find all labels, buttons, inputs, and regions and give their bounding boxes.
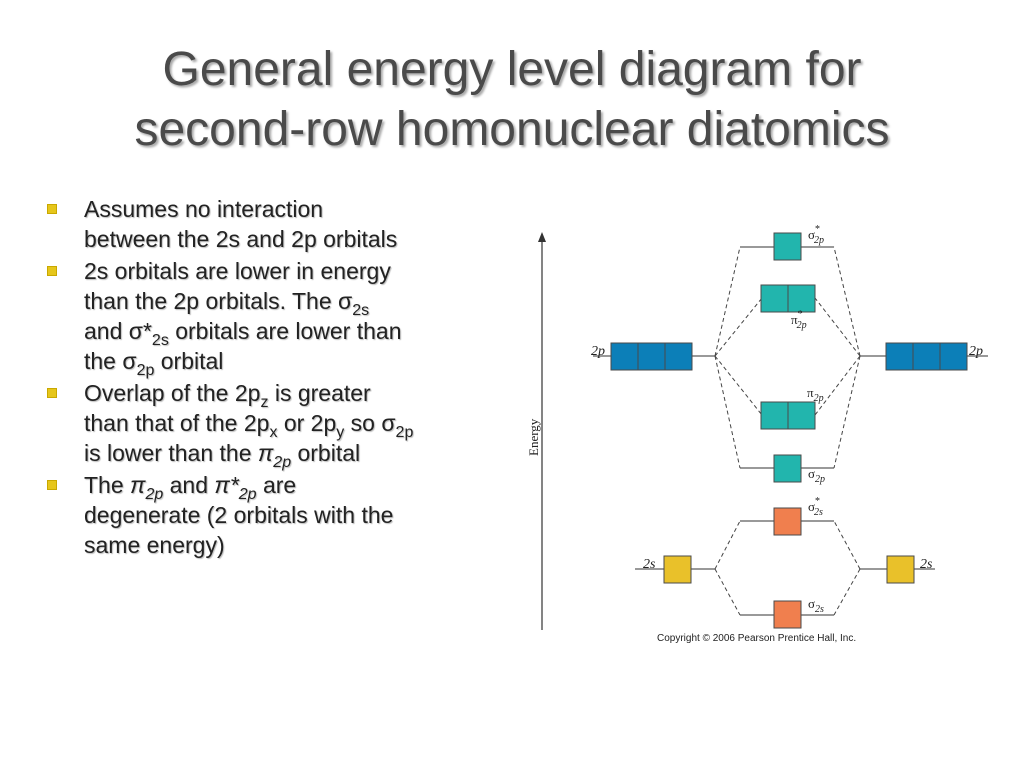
bullet-text: Assumes no interaction — [84, 196, 324, 222]
atomic-2p-left-boxes — [610, 342, 693, 371]
bullet-text: than the 2p orbitals. The σ2s — [84, 288, 370, 319]
orbital-box — [760, 401, 789, 430]
orbital-box — [663, 555, 692, 584]
bullet-text: Overlap of the 2pz is greater — [84, 380, 371, 411]
bullet-text: same energy) — [84, 532, 225, 558]
bullet-text: between the 2s and 2p orbitals — [84, 226, 398, 252]
sigma-2s-box — [773, 600, 802, 629]
orbital-box — [912, 342, 941, 371]
orbital-box — [886, 555, 915, 584]
pi-star-2p-boxes — [760, 284, 816, 313]
bullet-item: Overlap of the 2pz is greater than that … — [44, 378, 494, 471]
mo-energy-diagram: Energy 2p 2p 2s 2s — [526, 224, 988, 630]
bullet-text: the σ2p orbital — [84, 348, 224, 379]
orbital-box — [787, 284, 816, 313]
orbital-box — [773, 600, 802, 629]
bullet-list: Assumes no interaction between the 2s an… — [44, 194, 494, 562]
label-2p-left: 2p — [591, 344, 605, 359]
sigma-2p-box — [773, 454, 802, 483]
label-pi-star-2p: π*2p — [791, 309, 807, 331]
label-sigma-2s: σ2s — [808, 596, 824, 615]
bullet-item: Assumes no interaction between the 2s an… — [44, 194, 494, 254]
orbital-box — [773, 454, 802, 483]
orbital-box — [939, 342, 968, 371]
label-2s-left: 2s — [643, 557, 656, 572]
orbital-box — [885, 342, 914, 371]
atomic-2s-right-box — [886, 555, 915, 584]
pi-2p-boxes — [760, 401, 816, 430]
bullet-square-icon — [47, 266, 57, 276]
bullet-square-icon — [47, 480, 57, 490]
bullet-item: The π2p and π*2p are degenerate (2 orbit… — [44, 470, 494, 560]
title-line-2: second-row homonuclear diatomics — [134, 103, 890, 156]
slide-title: General energy level diagram for second-… — [0, 40, 1024, 160]
energy-axis: Energy — [526, 232, 546, 630]
label-sigma-2p: σ2p — [808, 466, 825, 485]
sigma-star-2s-box — [773, 507, 802, 536]
bullet-text: The π2p and π*2p are — [84, 472, 297, 503]
sigma-star-2p-box — [773, 232, 802, 261]
orbital-boxes — [610, 232, 968, 629]
orbital-box — [637, 342, 666, 371]
copyright-text: Copyright © 2006 Pearson Prentice Hall, … — [657, 633, 857, 644]
label-2s-right: 2s — [920, 557, 933, 572]
bullet-text: is lower than the π2p orbital — [84, 440, 361, 471]
bullet-item: 2s orbitals are lower in energy than the… — [44, 256, 494, 379]
orbital-box — [760, 284, 789, 313]
orbital-box — [610, 342, 639, 371]
bullet-text: than that of the 2px or 2py so σ2p — [84, 410, 414, 441]
bullet-square-icon — [47, 388, 57, 398]
bullet-square-icon — [47, 204, 57, 214]
bullet-text: 2s orbitals are lower in energy — [84, 258, 391, 284]
bullet-text: and σ*2s orbitals are lower than — [84, 318, 402, 349]
energy-axis-label: Energy — [526, 418, 541, 456]
orbital-labels: 2p 2p 2s 2s σ*2p π*2p π2p σ2p σ*2s σ2s — [591, 224, 983, 615]
label-sigma-star-2p: σ*2p — [808, 224, 824, 246]
title-line-1: General energy level diagram for — [162, 43, 862, 96]
orbital-box — [773, 507, 802, 536]
atomic-2s-left-box — [663, 555, 692, 584]
bullet-text: degenerate (2 orbitals with the — [84, 502, 394, 528]
orbital-box — [773, 232, 802, 261]
label-sigma-star-2s: σ*2s — [808, 496, 823, 518]
atomic-2p-right-boxes — [885, 342, 968, 371]
label-pi-2p: π2p — [807, 385, 824, 404]
orbital-box — [664, 342, 693, 371]
label-2p-right: 2p — [969, 344, 983, 359]
orbital-box — [787, 401, 816, 430]
correlation-lines — [714, 246, 861, 616]
